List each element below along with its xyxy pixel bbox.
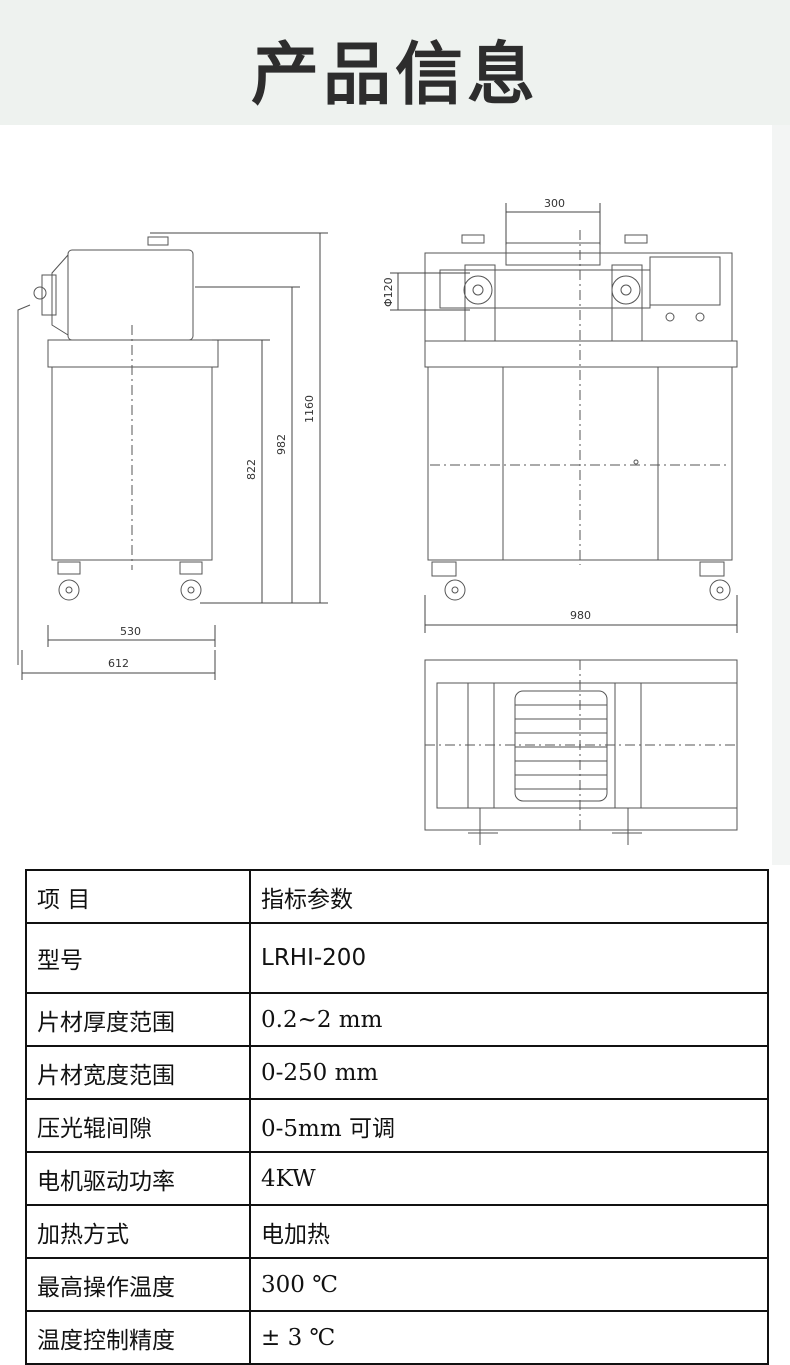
dim-1160-label: 1160 — [303, 395, 316, 423]
spec-table: 项 目 指标参数 型号 LRHI-200 片材厚度范围 0.2~2 mm 片材宽… — [25, 869, 769, 1365]
header-item: 项 目 — [25, 869, 251, 924]
row-value: LRHI-200 — [249, 922, 769, 994]
dim-612-label: 612 — [108, 657, 129, 670]
side-caster-left — [57, 561, 81, 601]
top-left-bearing — [467, 682, 495, 809]
side-lever-icon — [147, 236, 169, 246]
page-header: 产品信息 — [0, 0, 790, 125]
front-left-lever-icon — [461, 234, 485, 244]
front-caster-left — [431, 561, 466, 601]
side-handwheel-hub — [41, 274, 57, 316]
row-value: 300 ℃ — [249, 1257, 769, 1312]
side-table-top — [47, 339, 219, 368]
front-left-roller-icon — [463, 275, 493, 305]
table-row: 压光辊间隙 0-5mm 可调 — [25, 1098, 769, 1153]
row-label: 型号 — [25, 922, 251, 994]
front-dimension-labels: 300 Φ120 980 — [382, 197, 591, 622]
top-roller-assembly — [514, 690, 608, 802]
front-control-screen — [649, 256, 721, 306]
table-row: 片材宽度范围 0-250 mm — [25, 1045, 769, 1100]
table-row: 型号 LRHI-200 — [25, 922, 769, 994]
technical-drawing-panel: 530 612 822 982 1160 — [0, 125, 790, 865]
front-dimensions — [390, 203, 738, 633]
row-label: 片材厚度范围 — [25, 992, 251, 1047]
table-row: 电机驱动功率 4KW — [25, 1151, 769, 1206]
row-label: 片材宽度范围 — [25, 1045, 251, 1100]
front-control-knob-2 — [695, 312, 705, 322]
side-upper-housing — [67, 249, 194, 341]
front-table-top — [424, 340, 738, 368]
row-label: 最高操作温度 — [25, 1257, 251, 1312]
dim-980-label: 980 — [570, 609, 591, 622]
side-housing-bevel — [51, 254, 69, 336]
row-label: 温度控制精度 — [25, 1310, 251, 1365]
front-roller-body — [439, 269, 651, 309]
front-view — [390, 203, 738, 633]
dim-roll-dia-label: Φ120 — [382, 277, 395, 307]
side-caster-right — [179, 561, 203, 601]
table-row: 片材厚度范围 0.2~2 mm — [25, 992, 769, 1047]
row-label: 加热方式 — [25, 1204, 251, 1259]
front-right-roller-icon — [611, 275, 641, 305]
row-value: 0-250 mm — [249, 1045, 769, 1100]
row-value: 4KW — [249, 1151, 769, 1206]
dim-530-label: 530 — [120, 625, 141, 638]
header-value: 指标参数 — [249, 869, 769, 924]
side-crank-handle — [17, 304, 31, 325]
front-control-knob-1 — [665, 312, 675, 322]
front-door-handle-icon — [633, 459, 639, 465]
side-handwheel-icon — [33, 286, 47, 300]
page-title: 产品信息 — [250, 36, 539, 115]
front-right-lever-icon — [624, 234, 648, 244]
top-view-base — [436, 682, 738, 809]
front-upper-frame — [424, 252, 733, 342]
row-value: 0.2~2 mm — [249, 992, 769, 1047]
row-label: 电机驱动功率 — [25, 1151, 251, 1206]
panel-edge — [772, 125, 790, 865]
side-dimensions — [21, 232, 328, 680]
row-value: ± 3 ℃ — [249, 1310, 769, 1365]
dim-982-label: 982 — [275, 434, 288, 455]
dim-300-label: 300 — [544, 197, 565, 210]
dim-822-label: 822 — [245, 459, 258, 480]
front-top-roller-guard — [505, 242, 601, 266]
front-caster-right — [699, 561, 731, 601]
row-value: 电加热 — [249, 1204, 769, 1259]
table-row: 最高操作温度 300 ℃ — [25, 1257, 769, 1312]
table-header-row: 项 目 指标参数 — [25, 869, 769, 924]
row-value: 0-5mm 可调 — [249, 1098, 769, 1153]
row-label: 压光辊间隙 — [25, 1098, 251, 1153]
top-view — [424, 659, 738, 845]
table-row: 温度控制精度 ± 3 ℃ — [25, 1310, 769, 1365]
table-row: 加热方式 电加热 — [25, 1204, 769, 1259]
side-view — [17, 232, 328, 680]
side-dimension-labels: 530 612 822 982 1160 — [108, 395, 316, 670]
technical-drawing: 530 612 822 982 1160 — [17, 197, 738, 845]
